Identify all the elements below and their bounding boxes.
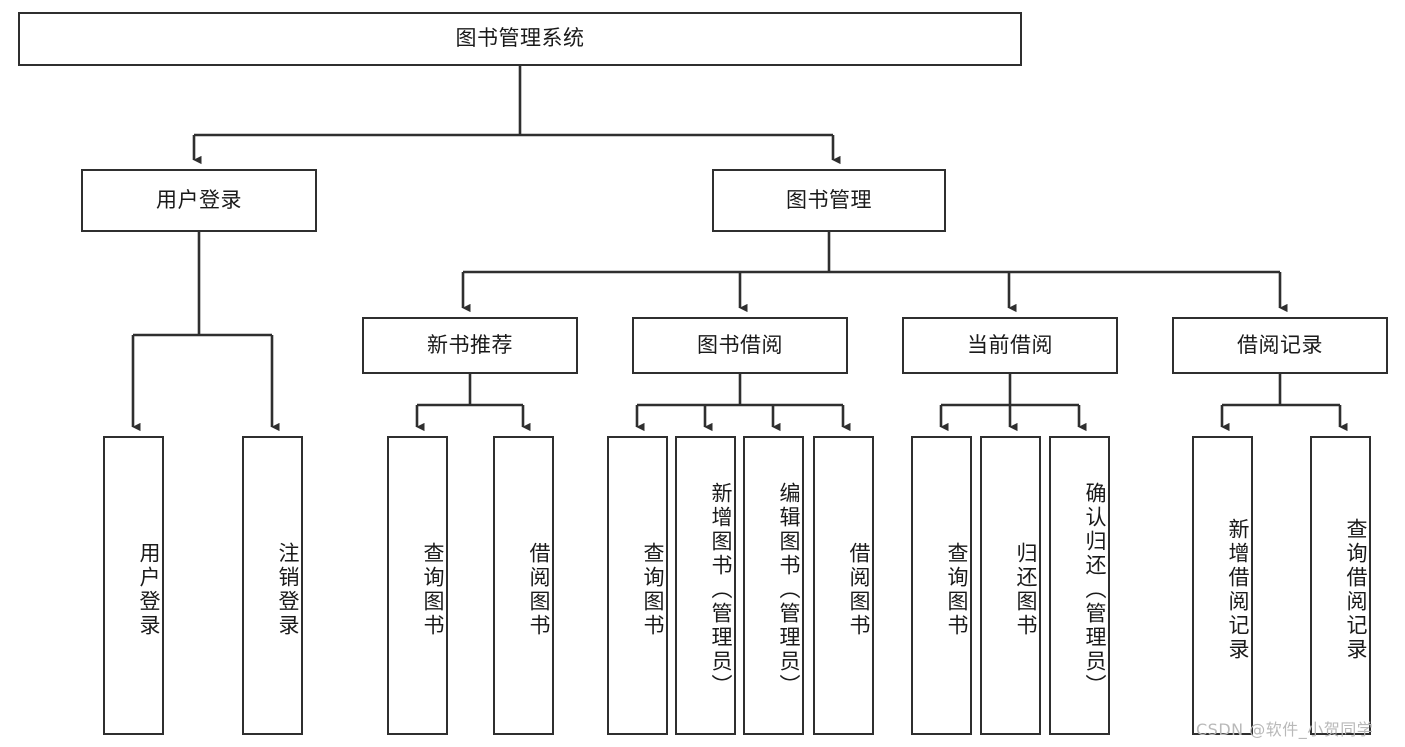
node-label: 用户登录: [156, 187, 242, 212]
node-label: 图书借阅: [697, 332, 783, 357]
leaf-book-borrow-borrow-book[interactable]: 借阅图书: [813, 436, 874, 735]
leaf-borrow-record-add-record[interactable]: 新增借阅记录: [1192, 436, 1253, 735]
node-label: 用户登录: [137, 541, 161, 638]
node-label: 借阅图书: [847, 541, 871, 638]
leaf-current-borrow-return-book[interactable]: 归还图书: [980, 436, 1041, 735]
watermark-text: CSDN @软件_小贺同学: [1196, 720, 1374, 739]
node-label: 新增图书（管理员）: [709, 481, 733, 698]
node-label: 当前借阅: [967, 332, 1053, 357]
leaf-book-borrow-query-book[interactable]: 查询图书: [607, 436, 668, 735]
leaf-user-login-logout[interactable]: 注销登录: [242, 436, 303, 735]
leaf-current-borrow-query-book[interactable]: 查询图书: [911, 436, 972, 735]
node-label: 确认归还（管理员）: [1083, 481, 1107, 698]
node-label: 归还图书: [1014, 541, 1038, 638]
node-label: 图书管理: [786, 187, 872, 212]
node-book-borrow[interactable]: 图书借阅: [632, 317, 848, 374]
node-current-borrow[interactable]: 当前借阅: [902, 317, 1118, 374]
node-book-management[interactable]: 图书管理: [712, 169, 946, 232]
leaf-book-borrow-add-book-admin[interactable]: 新增图书（管理员）: [675, 436, 736, 735]
node-new-book-recommend[interactable]: 新书推荐: [362, 317, 578, 374]
node-label: 查询图书: [421, 541, 445, 638]
node-user-login[interactable]: 用户登录: [81, 169, 317, 232]
node-label: 查询图书: [945, 541, 969, 638]
node-label: 注销登录: [276, 541, 300, 638]
leaf-new-book-query-book[interactable]: 查询图书: [387, 436, 448, 735]
leaf-current-borrow-confirm-return-admin[interactable]: 确认归还（管理员）: [1049, 436, 1110, 735]
leaf-user-login-login[interactable]: 用户登录: [103, 436, 164, 735]
node-label: 查询借阅记录: [1344, 517, 1368, 662]
node-root-book-management-system[interactable]: 图书管理系统: [18, 12, 1022, 66]
node-label: 编辑图书（管理员）: [777, 481, 801, 698]
leaf-borrow-record-query-record[interactable]: 查询借阅记录: [1310, 436, 1371, 735]
node-label: 查询图书: [641, 541, 665, 638]
node-label: 新书推荐: [427, 332, 513, 357]
node-label: 新增借阅记录: [1226, 517, 1250, 662]
leaf-new-book-borrow-book[interactable]: 借阅图书: [493, 436, 554, 735]
leaf-book-borrow-edit-book-admin[interactable]: 编辑图书（管理员）: [743, 436, 804, 735]
node-borrow-record[interactable]: 借阅记录: [1172, 317, 1388, 374]
node-label: 图书管理系统: [455, 26, 585, 51]
node-label: 借阅记录: [1237, 332, 1323, 357]
node-label: 借阅图书: [527, 541, 551, 638]
